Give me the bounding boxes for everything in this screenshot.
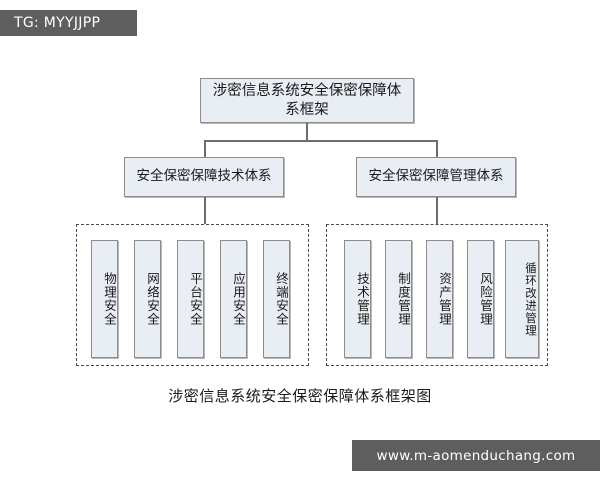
leaf-tech-0: 物理安全: [91, 240, 118, 358]
connector-split-bar: [204, 140, 436, 142]
node-root-framework: 涉密信息系统安全保密保障体系框架: [200, 78, 414, 123]
watermark-bottom-right: www.m-aomenduchang.com: [352, 440, 600, 471]
diagram-caption: 涉密信息系统安全保密保障体系框架图: [168, 387, 432, 405]
leaf-mgmt-1: 制度管理: [385, 240, 412, 358]
group-tech-system: [76, 224, 309, 366]
connector-to-tech-system: [204, 140, 206, 157]
connector-root-stem: [306, 123, 308, 140]
node-tech-system: 安全保密保障技术体系: [124, 157, 284, 197]
watermark-top-left: TG: MYYJJPP: [0, 10, 137, 36]
connector-tech-to-group: [204, 197, 206, 224]
leaf-tech-2: 平台安全: [177, 240, 204, 358]
leaf-tech-3: 应用安全: [220, 240, 247, 358]
leaf-mgmt-4: 循环改进管理: [505, 240, 539, 358]
leaf-mgmt-3: 风险管理: [467, 240, 494, 358]
group-mgmt-system: [326, 224, 548, 366]
node-mgmt-system: 安全保密保障管理体系: [356, 157, 516, 197]
leaf-mgmt-2: 资产管理: [426, 240, 453, 358]
connector-to-mgmt-system: [436, 140, 438, 157]
leaf-mgmt-0: 技术管理: [344, 240, 371, 358]
leaf-tech-4: 终端安全: [263, 240, 290, 358]
leaf-tech-1: 网络安全: [134, 240, 161, 358]
connector-mgmt-to-group: [436, 197, 438, 224]
